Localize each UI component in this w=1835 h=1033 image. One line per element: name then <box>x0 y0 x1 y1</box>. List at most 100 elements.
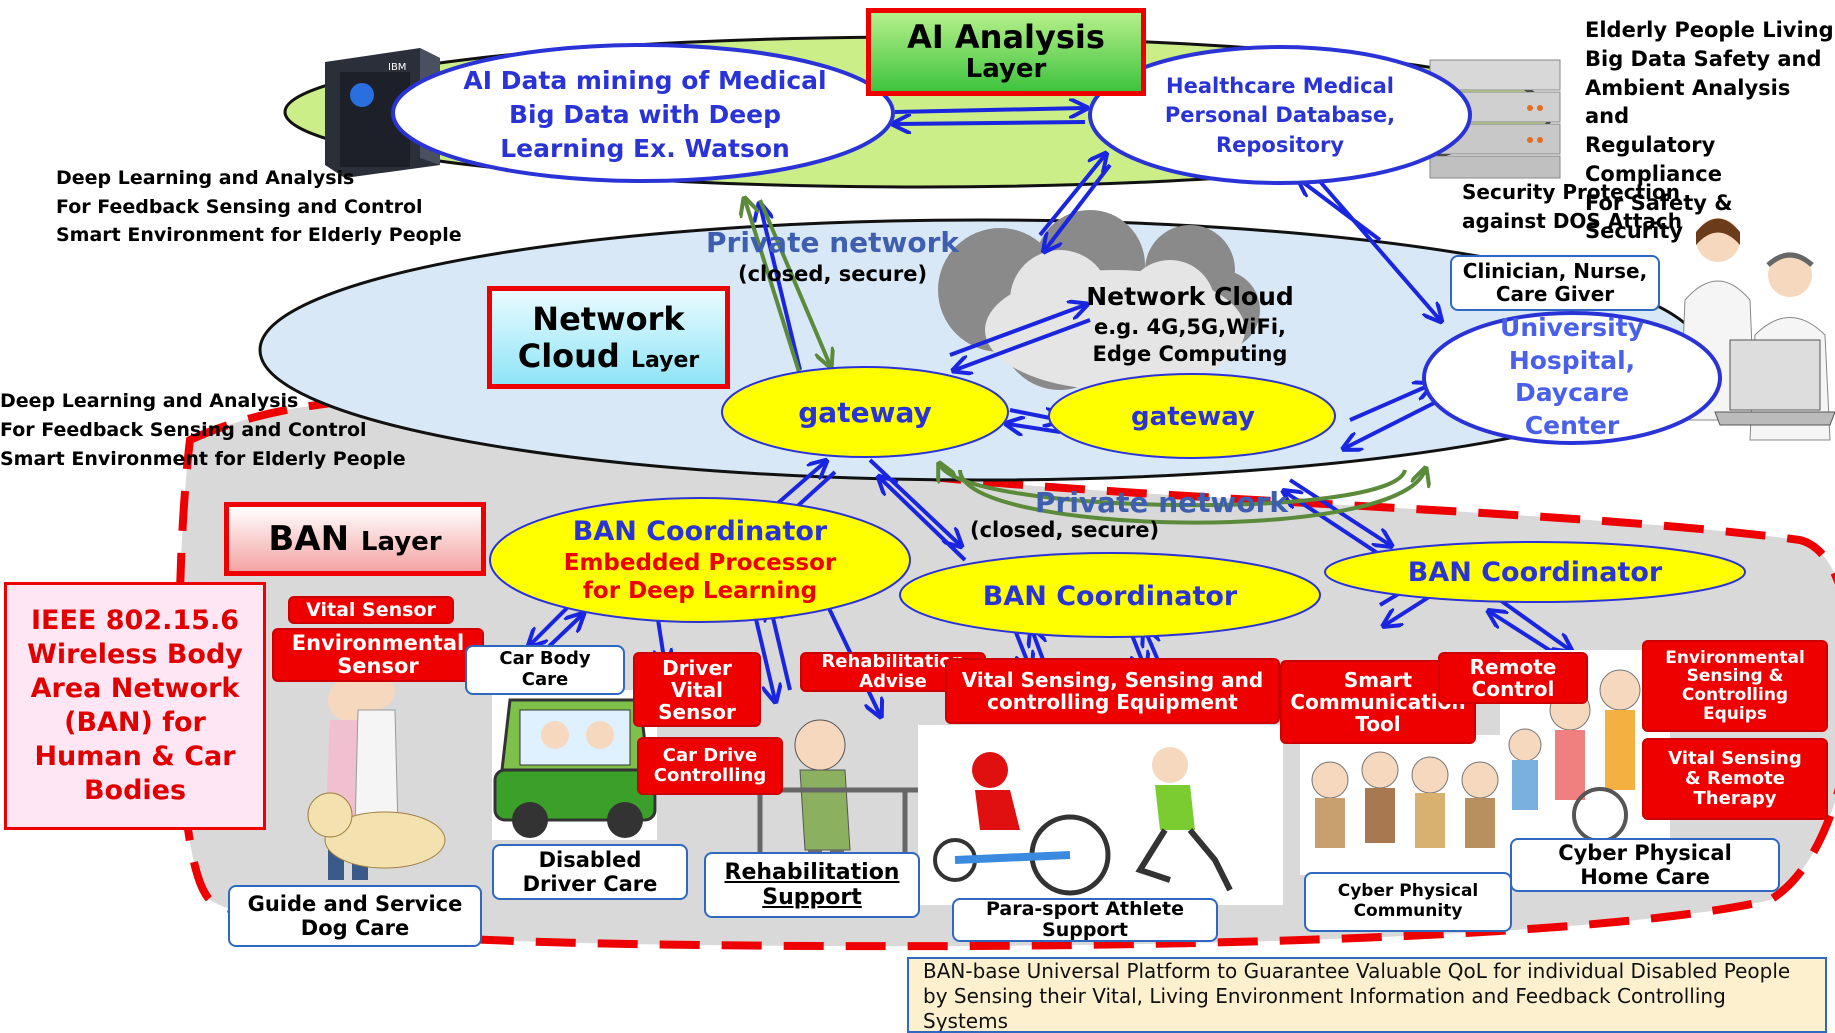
environmental-sensor-label: Environmental Sensor <box>272 628 484 682</box>
ai-mining-line: Big Data with Deep <box>508 100 782 130</box>
coordinator-title: BAN Coordinator <box>572 515 828 547</box>
note-line: Elderly People Living <box>1585 18 1834 42</box>
car-body-line: Care <box>521 669 569 690</box>
ban-layer-title-box: BAN Layer <box>224 502 486 576</box>
cloud-line: Edge Computing <box>1092 342 1288 367</box>
security-line: against DOS Attach <box>1462 209 1682 233</box>
cyber-community-label: Cyber Physical Community <box>1304 872 1512 932</box>
network-cloud-text: Network Cloud e.g. 4G,5G,WiFi, Edge Comp… <box>1050 275 1330 375</box>
env-sensing-line: Sensing & <box>1686 666 1784 687</box>
rehab-support-label: Rehabilitation Support <box>704 852 920 918</box>
network-layer-title: Network <box>532 299 685 338</box>
database-text: Healthcare Medical Personal Database, Re… <box>1110 68 1450 164</box>
car-icon <box>492 690 657 840</box>
env-sensing-label: Environmental Sensing & Controlling Equi… <box>1642 640 1828 732</box>
car-drive-label: Car Drive Controlling <box>637 737 783 795</box>
deep-learning-note-top: Deep Learning and Analysis For Feedback … <box>56 164 476 250</box>
smart-comm-line: Tool <box>1355 712 1401 736</box>
closed-secure-bottom: (closed, secure) <box>970 518 1210 542</box>
footer-note: BAN-base Universal Platform to Guarantee… <box>907 957 1827 1033</box>
database-line: Healthcare Medical <box>1166 73 1394 98</box>
disabled-driver-line: Disabled <box>538 847 642 872</box>
car-body-label: Car Body Care <box>465 645 625 695</box>
para-sport-label: Para-sport Athlete Support <box>952 898 1218 942</box>
top-right-notes: Elderly People Living Big Data Safety an… <box>1585 16 1835 246</box>
deep-learning-line: Deep Learning and Analysis <box>0 390 299 412</box>
blue-arrows <box>530 108 1570 715</box>
private-network-label: Private network <box>1035 486 1289 519</box>
gateway-left-text: gateway <box>798 395 932 429</box>
ban-coordinator-mid[interactable] <box>899 552 1321 638</box>
ban-coordinator-left[interactable] <box>489 497 911 623</box>
ieee-line: Human & Car <box>34 741 236 773</box>
note-line: Regulatory Compliance <box>1585 133 1722 186</box>
ai-mining-line: AI Data mining of Medical <box>463 66 827 96</box>
ban-layer-title: BAN <box>268 519 350 559</box>
network-layer-title2-wrap: Cloud Layer <box>518 337 700 375</box>
remote-control-line: Control <box>1471 677 1555 701</box>
remote-control-line: Remote <box>1469 655 1557 679</box>
vital-sensor-text: Vital Sensor <box>306 598 436 621</box>
ieee-line: Bodies <box>83 775 187 807</box>
vital-equipment-line: Vital Sensing, Sensing and <box>961 668 1264 692</box>
cyber-home-line: Home Care <box>1580 865 1710 889</box>
cyber-home-label: Cyber Physical Home Care <box>1510 838 1780 892</box>
deep-learning-line: For Feedback Sensing and Control <box>56 195 423 218</box>
deep-learning-note-left: Deep Learning and Analysis For Feedback … <box>0 387 420 474</box>
vital-remote-line: & Remote <box>1685 768 1785 790</box>
disabled-driver-label: Disabled Driver Care <box>492 844 688 900</box>
elderly-group-icon <box>1300 735 1510 875</box>
footer-text: BAN-base Universal Platform to Guarantee… <box>923 959 1791 1033</box>
ieee-line: Area Network <box>30 672 240 704</box>
ban-coordinator-mid-text: BAN Coordinator <box>920 576 1300 616</box>
private-network-label: Private network <box>706 226 960 259</box>
car-drive-line: Car Drive <box>662 745 758 767</box>
ieee-line: Wireless Body <box>27 638 243 670</box>
rehab-advise-line: Advise <box>859 671 927 692</box>
driver-vital-sensor-label: Driver Vital Sensor <box>633 652 761 727</box>
svg-text:IBM: IBM <box>388 62 406 73</box>
clinician-line: Care Giver <box>1495 282 1615 306</box>
ai-analysis-title-box: AI Analysis Layer <box>866 8 1146 96</box>
coordinator-sub: Embedded Processor <box>563 549 837 576</box>
env-sensing-line: Equips <box>1703 703 1767 724</box>
ieee-box: IEEE 802.15.6 Wireless Body Area Network… <box>4 582 266 830</box>
laptop-icon <box>1714 339 1835 426</box>
hospital-line: Center <box>1524 410 1620 440</box>
ban-coordinator-right[interactable] <box>1324 541 1746 603</box>
ai-mining-text: AI Data mining of Medical Big Data with … <box>420 60 870 170</box>
gateway-left[interactable] <box>721 366 1009 458</box>
deep-learning-line: For Feedback Sensing and Control <box>0 419 367 442</box>
vital-remote-line: Vital Sensing <box>1668 748 1802 770</box>
network-layer-suffix: Layer <box>630 347 700 373</box>
cyber-home-line: Cyber Physical <box>1558 840 1732 865</box>
vital-sensor-label: Vital Sensor <box>288 596 454 624</box>
guide-dog-line: Dog Care <box>300 916 410 940</box>
hospital-line: University <box>1500 313 1644 342</box>
driver-vital-line: Sensor <box>658 699 736 724</box>
private-network-bottom: Private network <box>1035 486 1325 519</box>
gateway-right[interactable] <box>1048 373 1336 459</box>
environmental-sensor-text: Environmental Sensor <box>291 630 465 678</box>
rehab-advise-line: Rehabilitation <box>821 652 965 673</box>
disabled-driver-line: Driver Care <box>522 872 658 896</box>
note-line: Ambient Analysis and <box>1585 75 1791 129</box>
deep-learning-line: Deep Learning and Analysis <box>56 167 355 189</box>
driver-vital-line: Vital <box>671 677 723 702</box>
ban-layer-suffix: Layer <box>360 527 442 557</box>
clinician-box: Clinician, Nurse, Care Giver <box>1450 255 1660 311</box>
coordinator-title: BAN Coordinator <box>1407 556 1663 588</box>
gateway-right-text: gateway <box>1131 402 1255 432</box>
para-sport-line: Para-sport Athlete <box>985 898 1185 921</box>
database-ellipse <box>1088 45 1472 185</box>
note-line: Big Data Safety and <box>1585 46 1822 71</box>
ieee-line: (BAN) for <box>64 707 206 738</box>
remote-control-label: Remote Control <box>1438 652 1588 704</box>
closed-secure-label: (closed, secure) <box>970 518 1160 542</box>
para-sport-line: Support <box>1042 919 1128 941</box>
deep-learning-line: Smart Environment for Elderly People <box>0 448 406 471</box>
smart-comm-line: Smart <box>1343 668 1413 692</box>
env-sensing-line: Controlling <box>1681 685 1789 705</box>
car-body-line: Car Body <box>499 648 591 670</box>
